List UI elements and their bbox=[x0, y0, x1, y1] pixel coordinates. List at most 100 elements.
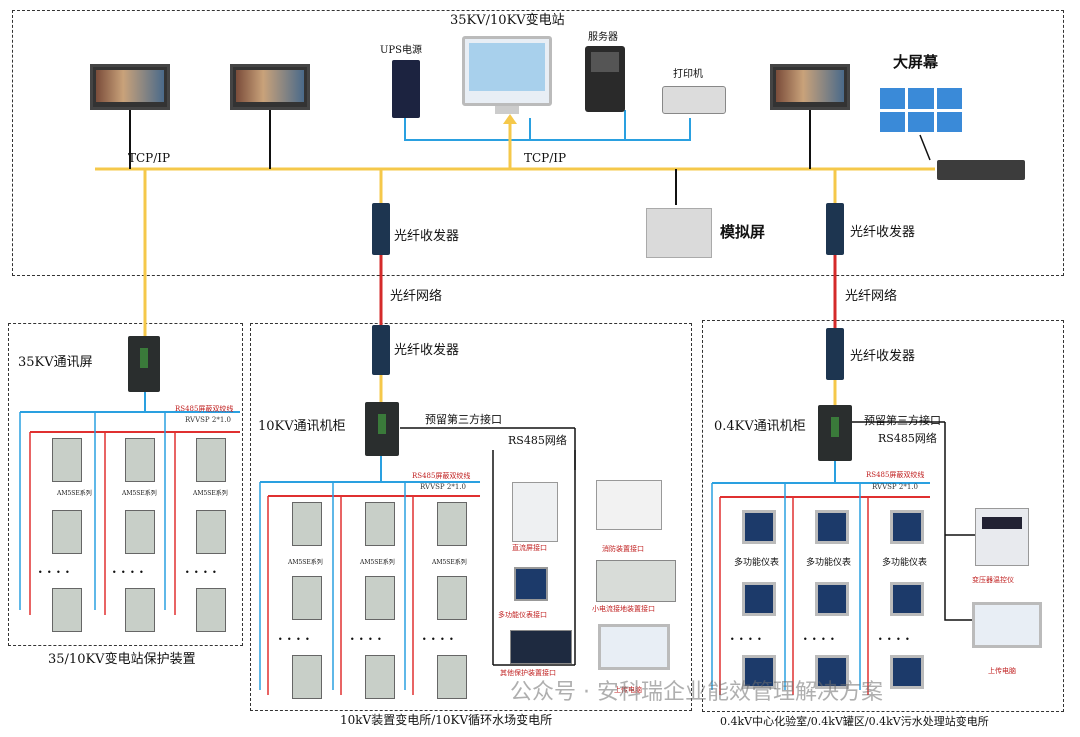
relay-series-m-2: AM5SE系列 bbox=[360, 559, 395, 566]
main-computer bbox=[462, 36, 552, 106]
server-label: 服务器 bbox=[588, 32, 618, 43]
substation-region bbox=[12, 10, 1064, 276]
ellipsis-r-1: . . . . bbox=[730, 629, 762, 644]
meter-r-4 bbox=[742, 582, 776, 616]
fire-device-label: 消防装置接口 bbox=[602, 545, 644, 553]
host-monitor-icon bbox=[598, 624, 670, 670]
middle-bus-spec: RVVSP 2*1.0 bbox=[420, 483, 466, 491]
multi-meter-label: 多功能仪表接口 bbox=[498, 611, 547, 619]
relay-l-6 bbox=[196, 510, 226, 554]
workstation-1 bbox=[90, 64, 170, 110]
substation-title: 35KV/10KV变电站 bbox=[450, 13, 565, 28]
relay-m-2 bbox=[365, 502, 395, 546]
middle-cabinet-label: 10KV通讯机柜 bbox=[258, 419, 346, 434]
fiber-transceiver-icon-top-left bbox=[372, 203, 390, 255]
relay-m-4 bbox=[292, 576, 322, 620]
relay-series-l-3: AM5SE系列 bbox=[193, 490, 228, 497]
relay-m-9 bbox=[437, 655, 467, 699]
main-computer-stand bbox=[495, 106, 519, 114]
multi-meter-icon bbox=[514, 567, 548, 601]
relay-m-7 bbox=[292, 655, 322, 699]
tcpip-label-right: TCP/IP bbox=[524, 151, 567, 165]
meter-r-2 bbox=[815, 510, 849, 544]
ellipsis-r-3: . . . . bbox=[878, 629, 910, 644]
fiber-transceiver-icon-top-right bbox=[826, 203, 844, 255]
upload-computer-label: 上传电脑 bbox=[988, 667, 1016, 675]
network-switch-icon bbox=[937, 160, 1025, 180]
left-section-region bbox=[8, 323, 243, 646]
middle-rs485-label: RS485网络 bbox=[508, 434, 567, 447]
fiber-transceiver-label-right: 光纤收发器 bbox=[850, 349, 916, 364]
right-bus-spec: RVVSP 2*1.0 bbox=[872, 483, 918, 491]
big-screen-icon bbox=[880, 88, 962, 132]
meter-r-5 bbox=[815, 582, 849, 616]
right-bus-shield: RS485屏蔽双绞线 bbox=[866, 471, 925, 479]
middle-gateway-icon bbox=[365, 402, 399, 456]
relay-l-3 bbox=[196, 438, 226, 482]
meter-r-1 bbox=[742, 510, 776, 544]
relay-l-2 bbox=[125, 438, 155, 482]
ellipsis-m-1: . . . . bbox=[278, 629, 310, 644]
sim-screen-label: 模拟屏 bbox=[720, 223, 766, 241]
fiber-transceiver-label-top-left: 光纤收发器 bbox=[394, 229, 460, 244]
fiber-transceiver-label-mid: 光纤收发器 bbox=[394, 343, 460, 358]
temp-controller-label: 变压器温控仪 bbox=[972, 576, 1014, 584]
watermark-text: 公众号 · 安科瑞企业能效管理解决方案 bbox=[510, 680, 883, 705]
fiber-network-label-left: 光纤网络 bbox=[390, 289, 443, 304]
ups-label: UPS电源 bbox=[380, 45, 423, 56]
printer-icon bbox=[662, 86, 726, 114]
tcpip-label-left: TCP/IP bbox=[128, 151, 171, 165]
middle-reserve-label: 预留第三方接口 bbox=[425, 413, 502, 426]
left-bus-spec: RVVSP 2*1.0 bbox=[185, 416, 231, 424]
relay-m-3 bbox=[437, 502, 467, 546]
meter-r-9 bbox=[890, 655, 924, 689]
printer-label: 打印机 bbox=[673, 69, 703, 80]
ellipsis-r-2: . . . . bbox=[803, 629, 835, 644]
small-current-label: 小电流接地装置接口 bbox=[592, 605, 655, 613]
small-current-icon bbox=[596, 560, 676, 602]
meter-label-r-1: 多功能仪表 bbox=[734, 558, 780, 568]
other-protect-icon bbox=[510, 630, 572, 664]
relay-l-7 bbox=[52, 588, 82, 632]
meter-r-3 bbox=[890, 510, 924, 544]
big-screen-label: 大屏幕 bbox=[893, 53, 939, 71]
meter-r-6 bbox=[890, 582, 924, 616]
fiber-transceiver-icon-mid bbox=[372, 325, 390, 375]
ellipsis-m-2: . . . . bbox=[350, 629, 382, 644]
upload-computer-icon bbox=[972, 602, 1042, 648]
ellipsis-l-1: . . . . bbox=[38, 562, 70, 577]
relay-series-m-3: AM5SE系列 bbox=[432, 559, 467, 566]
workstation-3 bbox=[770, 64, 850, 110]
middle-section-region bbox=[250, 323, 692, 711]
relay-series-m-1: AM5SE系列 bbox=[288, 559, 323, 566]
dc-screen-label: 直流屏接口 bbox=[512, 544, 547, 552]
relay-l-8 bbox=[125, 588, 155, 632]
left-bus-shield: RS485屏蔽双绞线 bbox=[175, 405, 234, 413]
right-gateway-icon bbox=[818, 405, 852, 461]
relay-l-9 bbox=[196, 588, 226, 632]
right-section-region bbox=[702, 320, 1064, 712]
left-gateway-icon bbox=[128, 336, 160, 392]
relay-m-1 bbox=[292, 502, 322, 546]
meter-r-7 bbox=[742, 655, 776, 689]
fire-device-icon bbox=[596, 480, 662, 530]
fiber-network-label-right: 光纤网络 bbox=[845, 289, 898, 304]
host-label: 上传电脑 bbox=[614, 686, 642, 694]
right-reserve-label: 预留第三方接口 bbox=[864, 414, 941, 427]
middle-caption: 10kV装置变电所/10KV循环水场变电所 bbox=[340, 713, 553, 727]
right-cabinet-label: 0.4KV通讯机柜 bbox=[714, 419, 806, 434]
sim-screen-icon bbox=[646, 208, 712, 258]
temp-controller-icon bbox=[975, 508, 1029, 566]
relay-series-l-1: AM5SE系列 bbox=[57, 490, 92, 497]
relay-m-8 bbox=[365, 655, 395, 699]
relay-series-l-2: AM5SE系列 bbox=[122, 490, 157, 497]
meter-r-8 bbox=[815, 655, 849, 689]
meter-label-r-2: 多功能仪表 bbox=[806, 558, 852, 568]
ellipsis-m-3: . . . . bbox=[422, 629, 454, 644]
left-cabinet-label: 35KV通讯屏 bbox=[18, 355, 93, 370]
relay-l-4 bbox=[52, 510, 82, 554]
ellipsis-l-3: . . . . bbox=[185, 562, 217, 577]
relay-l-5 bbox=[125, 510, 155, 554]
dc-screen-icon bbox=[512, 482, 558, 542]
